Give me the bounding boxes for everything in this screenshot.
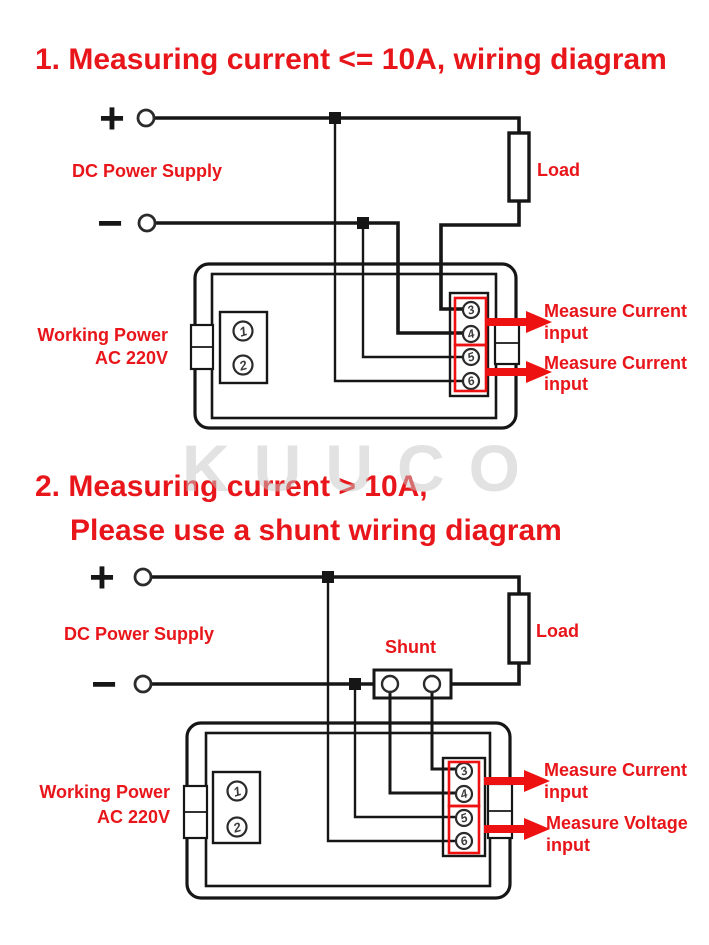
d2-dc-power-supply-label: DC Power Supply	[64, 624, 215, 644]
d1-annotation1-line2: input	[544, 323, 588, 343]
d2-junction-positive	[322, 571, 334, 583]
d1-arrow-icon-2	[486, 361, 552, 383]
d2-terminal-5-label: 5	[459, 810, 470, 825]
d2-terminal-2	[226, 816, 248, 838]
d1-terminal-2	[232, 354, 254, 376]
d2-shunt-bolt-right	[422, 674, 442, 694]
d1-junction-negative	[357, 217, 369, 229]
d2-sense-wire-to-terminal-6	[326, 577, 456, 843]
meter1-right-mounting-tab	[493, 320, 521, 366]
d2-load-return-wire	[451, 662, 521, 686]
diagram1-title: 1. Measuring current <= 10A, wiring diag…	[35, 43, 667, 76]
d1-negative-terminal	[137, 213, 157, 233]
d1-annotation-measure-current-1: Measure Current input	[544, 300, 687, 344]
d1-annotation-measure-current-2: Measure Current input	[544, 353, 687, 395]
wiring-diagram-1: + − 1 2 3 4 5 6	[97, 94, 552, 430]
d2-terminal-6-label: 6	[459, 833, 470, 848]
d2-negative-terminal	[133, 674, 153, 694]
d1-positive-wire	[154, 116, 521, 134]
d1-working-power-line1: Working Power	[37, 325, 168, 345]
d1-sense-wire-to-terminal-6	[333, 118, 464, 383]
d2-annotation2-line2: input	[546, 835, 590, 855]
d2-shunt-wire-to-terminal-4	[388, 684, 456, 795]
d2-terminal-4	[454, 784, 474, 804]
d2-arrow-icon-2	[484, 818, 550, 840]
d2-load-label: Load	[536, 621, 579, 641]
d2-terminal-3-label: 3	[459, 763, 470, 778]
d2-working-power-line1: Working Power	[39, 782, 170, 802]
d1-dc-power-supply-label: DC Power Supply	[72, 161, 223, 181]
minus-icon: −	[91, 660, 117, 709]
d1-terminal-6	[461, 371, 481, 391]
d1-working-power-label: Working Power AC 220V	[26, 324, 168, 370]
d1-terminal-1	[232, 320, 254, 342]
d1-terminal-1-label: 1	[238, 323, 249, 339]
diagram2-title-line1: 2. Measuring current > 10A,	[35, 470, 428, 503]
d1-terminal-3	[461, 300, 481, 320]
d1-terminal-4	[461, 324, 481, 344]
d1-terminal-5-label: 5	[466, 349, 477, 364]
diagram2-title-line2: Please use a shunt wiring diagram	[70, 514, 562, 547]
d2-load-resistor	[507, 592, 531, 665]
d1-load-label: Load	[537, 160, 580, 180]
d2-terminal-1-label: 1	[232, 783, 243, 799]
d2-annotation-measure-voltage: Measure Voltage input	[546, 812, 688, 856]
d1-negative-wire-to-terminal-4	[155, 221, 464, 335]
minus-icon: −	[97, 199, 123, 248]
wiring-diagram-2: + − 1 2 3 4 5 6	[89, 553, 550, 900]
d2-terminal-5	[454, 808, 474, 828]
d2-voltage-input-highlight	[447, 804, 481, 855]
d1-positive-terminal	[136, 108, 156, 128]
d1-junction-positive	[329, 112, 341, 124]
plus-icon: +	[99, 94, 125, 143]
d2-junction-negative	[349, 678, 361, 690]
d1-annotation2-line2: input	[544, 374, 588, 394]
d1-arrow-icon-1	[486, 311, 552, 333]
d2-sense-wire-to-terminal-5	[353, 684, 456, 819]
d1-sense-wire-to-terminal-5	[361, 223, 464, 359]
meter1-left-mounting-tab	[189, 323, 215, 371]
d2-working-power-line2: AC 220V	[96, 807, 170, 827]
d2-terminal-4-label: 4	[458, 786, 470, 802]
d2-positive-terminal	[133, 567, 153, 587]
d1-load-return-wire-to-terminal-3	[439, 200, 521, 311]
d1-working-power-line2: AC 220V	[94, 348, 168, 368]
d1-terminal-3-label: 3	[466, 302, 477, 317]
d2-annotation2-line1: Measure Voltage	[546, 813, 688, 833]
d2-annotation-measure-current: Measure Current input	[544, 759, 687, 803]
d1-annotation2-line1: Measure Current	[544, 353, 688, 373]
d1-annotation1-line1: Measure Current	[544, 301, 688, 321]
d2-terminal-1	[226, 780, 248, 802]
d2-annotation1-line2: input	[544, 782, 588, 802]
d2-annotation1-line1: Measure Current	[544, 760, 688, 780]
d2-terminal-6	[454, 831, 474, 851]
d2-shunt-label: Shunt	[385, 637, 436, 657]
plus-icon: +	[89, 553, 115, 602]
d2-shunt-bolt-left	[380, 674, 400, 694]
d1-terminal-5	[461, 347, 481, 367]
d1-load-resistor	[507, 131, 531, 203]
d2-working-power-label: Working Power AC 220V	[26, 780, 170, 830]
d2-arrow-icon-1	[484, 770, 550, 792]
meter2-left-mounting-tab	[182, 784, 209, 840]
d2-positive-wire	[151, 575, 521, 595]
d1-terminal-6-label: 6	[466, 373, 477, 388]
d1-terminal-4-label: 4	[465, 326, 477, 342]
